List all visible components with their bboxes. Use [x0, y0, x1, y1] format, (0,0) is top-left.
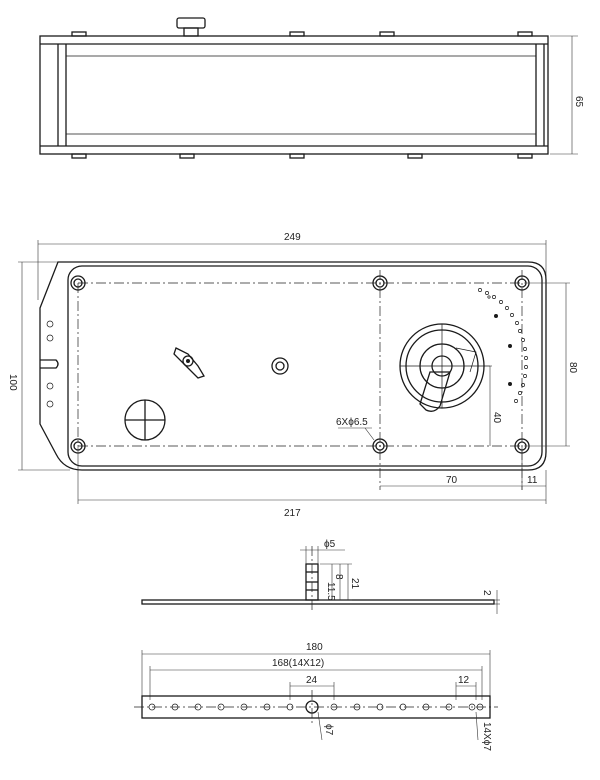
dim-strip-pitch-total: 168(14X12) — [272, 658, 324, 669]
dim-plate-thickness: 2 — [481, 590, 492, 596]
dim-pin-dia: ϕ5 — [324, 539, 336, 550]
plan-view: 249 100 — [7, 232, 578, 519]
knob-stem — [183, 27, 199, 37]
dim-base-length: 217 — [284, 508, 301, 519]
dim-shaft-offset-y: 40 — [491, 412, 502, 424]
dim-strip-holes: 14Xϕ7 — [481, 722, 492, 751]
dim-shaft-offset-x: 70 — [446, 475, 458, 486]
dim-strip-center: 24 — [306, 675, 318, 686]
plan-inner-plate — [67, 265, 543, 467]
dim-strip-pitch: 12 — [458, 675, 470, 686]
dim-overall-length: 249 — [284, 232, 301, 243]
mounting-holes — [70, 275, 530, 454]
strip-detail: 180 168(14X12) 24 12 — [134, 642, 498, 751]
dim-pin-height: 21 — [349, 578, 360, 590]
strip-holes — [148, 700, 484, 714]
wing-knob — [173, 347, 205, 379]
pin-detail: ϕ5 8 11.5 21 2 — [141, 539, 500, 614]
dim-pin-upper: 11.5 — [325, 582, 336, 601]
dim-hole-span: 80 — [567, 362, 578, 374]
center-screw — [271, 357, 289, 375]
knob-top — [176, 17, 206, 29]
top-view: 65 — [39, 17, 584, 159]
top-body-outline — [39, 35, 549, 155]
plan-outline — [39, 261, 547, 471]
dim-top-height: 65 — [573, 96, 584, 108]
dim-mount-holes: 6Xϕ6.5 — [336, 417, 368, 428]
position-marks — [478, 288, 528, 403]
dim-strip-length: 180 — [306, 642, 323, 653]
dim-width: 100 — [7, 374, 18, 391]
dim-shaft-offset-end: 11 — [527, 475, 538, 486]
dim-pin-lower: 8 — [333, 574, 344, 580]
dim-strip-center-hole: ϕ7 — [323, 724, 334, 736]
shaft-clamp — [399, 323, 490, 412]
